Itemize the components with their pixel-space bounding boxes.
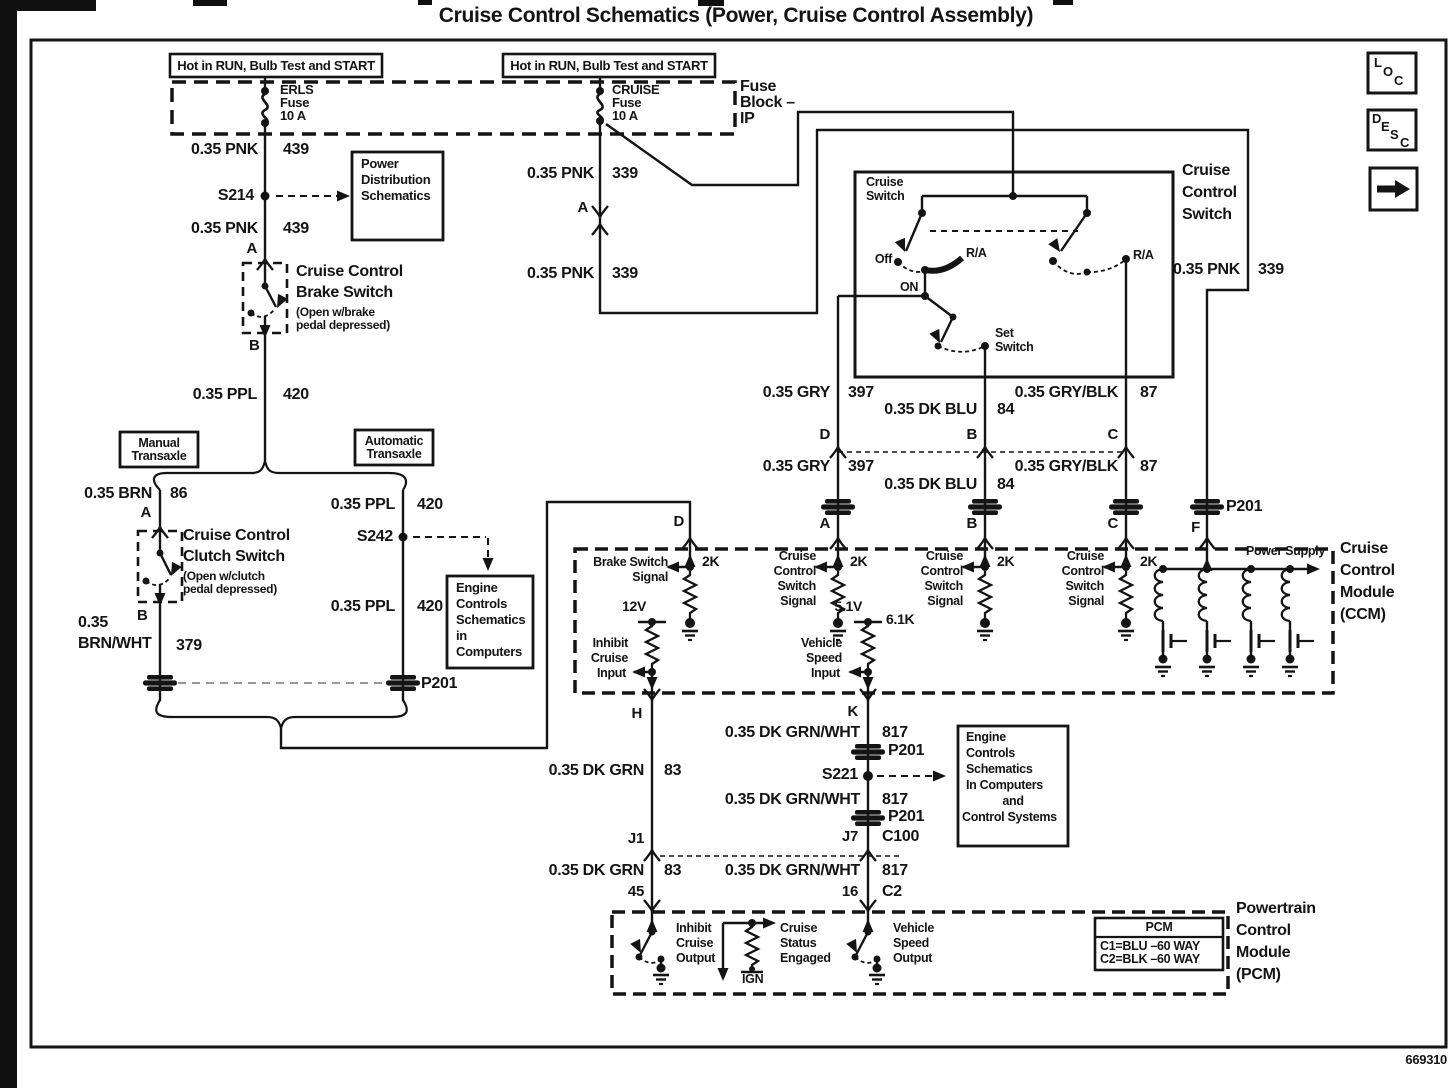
pcm-connector-table <box>1093 916 1225 972</box>
right-ra-contact-arc-1 <box>1052 260 1088 275</box>
loc-button[interactable] <box>1366 51 1418 95</box>
right-ra-contact-arc-2 <box>1086 260 1125 273</box>
arrowheads <box>154 190 1320 981</box>
hot-in-run-box-right <box>501 52 717 79</box>
hot-in-run-box-left <box>168 52 384 79</box>
fuse-block-box <box>170 80 737 136</box>
clutch-switch-contact-arc <box>145 578 170 586</box>
dashed-boxes <box>136 80 1335 996</box>
fuse-elements <box>261 92 604 126</box>
wires <box>158 77 1312 978</box>
set-switch-contact-arc <box>937 345 984 353</box>
automatic-transaxle-box <box>353 428 435 467</box>
ground-symbols <box>651 629 1300 986</box>
pin-chevrons <box>150 204 1217 913</box>
desc-button[interactable] <box>1366 108 1418 152</box>
transaxle-split-brace <box>152 460 408 491</box>
solid-boxes <box>118 52 1225 972</box>
ccm-box <box>573 547 1335 695</box>
scan-artifacts <box>0 0 1073 1088</box>
on-ra-wiper-arc <box>924 255 964 274</box>
pcm-box <box>610 910 1230 996</box>
engine-controls-box-2 <box>956 724 1070 848</box>
junction-dots <box>142 87 1295 973</box>
page-border <box>29 38 1448 1049</box>
resistors <box>644 569 1134 971</box>
forward-button[interactable] <box>1368 166 1419 212</box>
forward-arrow-icon <box>1377 180 1410 198</box>
transaxle-merge-brace <box>155 699 408 733</box>
s242-reference-arrow-line <box>413 536 489 561</box>
braces <box>152 460 408 733</box>
ccm-output-drivers <box>1153 567 1316 654</box>
engine-controls-box-1 <box>445 574 535 670</box>
off-on-contact-arc <box>897 261 926 273</box>
manual-transaxle-box <box>118 430 200 469</box>
power-distribution-box <box>350 150 445 242</box>
